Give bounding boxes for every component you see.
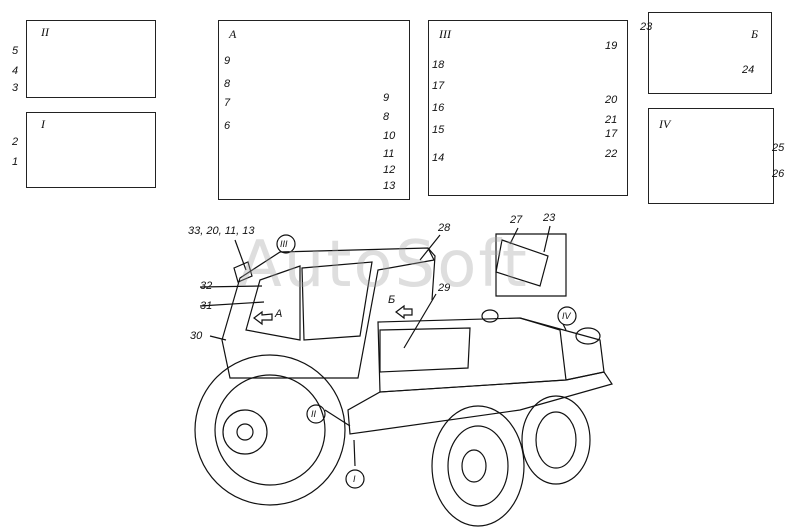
view-marker-circles: [276, 234, 577, 489]
callout-a-10: 10: [383, 130, 396, 142]
panel-iv: IV: [648, 108, 774, 204]
callout-main-32: 32: [200, 280, 213, 292]
callout-iii-20: 20: [605, 94, 618, 106]
callout-main-23: 23: [543, 212, 556, 224]
view-mark-iii: III: [280, 239, 288, 249]
callout-iii-21: 21: [605, 114, 618, 126]
callout-i-2: 2: [12, 136, 19, 148]
view-mark-b: Б: [388, 294, 396, 306]
callout-a-9-left: 9: [224, 55, 231, 67]
view-arrows: [253, 304, 413, 326]
panel-a-title: A: [229, 27, 237, 41]
callout-ii-4: 4: [12, 65, 19, 77]
callout-main-33-20-11-13: 33, 20, 11, 13: [188, 225, 255, 237]
callout-iii-18: 18: [432, 59, 445, 71]
view-mark-a: A: [275, 308, 283, 320]
callout-a-9-right: 9: [383, 92, 390, 104]
callout-b-24: 24: [742, 64, 755, 76]
callout-a-11: 11: [383, 148, 395, 160]
panel-iii-title: III: [439, 27, 451, 41]
panel-iv-title: IV: [659, 117, 671, 131]
panel-b-title: Б: [751, 27, 759, 41]
callout-ii-5: 5: [12, 45, 19, 57]
tractor-drawing: [194, 225, 613, 527]
panel-iii: III: [428, 20, 628, 196]
view-mark-iv: IV: [562, 311, 571, 321]
callout-a-13: 13: [383, 180, 396, 192]
callout-iii-16: 16: [432, 102, 445, 114]
view-mark-i: I: [353, 474, 356, 484]
callout-i-1: 1: [12, 156, 19, 168]
panel-i-title: I: [41, 117, 45, 131]
callout-main-28: 28: [438, 222, 451, 234]
callout-iii-19: 19: [605, 40, 618, 52]
callout-a-8-left: 8: [224, 78, 231, 90]
callout-iii-14: 14: [432, 152, 445, 164]
callout-a-12: 12: [383, 164, 396, 176]
callout-main-27: 27: [510, 214, 523, 226]
callout-main-31: 31: [200, 300, 213, 312]
callout-main-29: 29: [438, 282, 451, 294]
view-mark-ii: II: [311, 409, 317, 419]
panel-a: A: [218, 20, 410, 200]
callout-iii-17-right: 17: [605, 128, 618, 140]
callout-ii-3: 3: [12, 82, 19, 94]
panel-b: Б: [648, 12, 772, 94]
panel-ii-title: II: [41, 25, 49, 39]
callout-iii-17-left: 17: [432, 80, 445, 92]
callout-iii-22: 22: [605, 148, 618, 160]
callout-b-23: 23: [640, 21, 653, 33]
callout-a-6: 6: [224, 120, 231, 132]
panel-i: I: [26, 112, 156, 188]
callout-a-8-right: 8: [383, 111, 390, 123]
callout-iv-26: 26: [772, 168, 785, 180]
panel-ii: II: [26, 20, 156, 98]
callout-a-7: 7: [224, 97, 231, 109]
callout-iii-15: 15: [432, 124, 445, 136]
callout-iv-25: 25: [772, 142, 785, 154]
callout-main-30: 30: [190, 330, 203, 342]
